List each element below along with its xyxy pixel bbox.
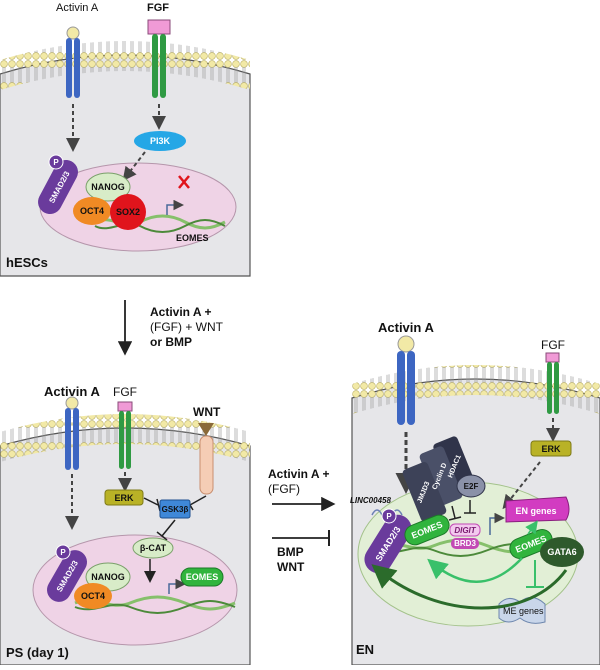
- en-activin-receptor: [397, 335, 415, 425]
- en-p-label: P: [386, 511, 392, 521]
- en-p-node: [381, 508, 397, 524]
- hesc-oct4-label: OCT4: [79, 206, 104, 216]
- hesc-p-node: [48, 154, 64, 170]
- ps-bcat-node: [132, 537, 174, 559]
- en-title: EN: [356, 642, 375, 657]
- hesc-eomes-promoter: [166, 199, 184, 215]
- to-ps-label-2: (FGF) + WNT: [150, 320, 223, 334]
- en-genes-label: EN genes: [515, 506, 557, 516]
- hesc-sox2-node: [110, 194, 146, 230]
- en-eomes-left-node: [404, 514, 450, 546]
- ps-p-node: [55, 544, 71, 560]
- en-erk-node: [530, 440, 572, 457]
- ps-oct4-label: OCT4: [80, 591, 105, 601]
- ps-wnt-receptor: [198, 423, 214, 495]
- ps-fgf-receptor: [117, 401, 133, 469]
- ps-membrane: [0, 414, 250, 462]
- en-activin-label: Activin A: [378, 320, 434, 335]
- ps-bcat-label: β-CAT: [139, 543, 167, 553]
- ps-gsk-inhibit: [161, 519, 176, 537]
- hesc-pi3k-label: PI3K: [149, 136, 170, 146]
- en-panel: [351, 335, 600, 666]
- hesc-eomes-label: EOMES: [176, 233, 209, 243]
- en-jmjd3-inhibit: [451, 505, 456, 519]
- ps-eomes-promoter: [168, 578, 186, 594]
- inhibit-label-2: WNT: [277, 560, 305, 574]
- hesc-sox2-label: SOX2: [115, 207, 140, 217]
- en-fgf-receptor: [545, 352, 560, 414]
- en-e2f-label: E2F: [463, 481, 479, 491]
- en-brd3-label: BRD3: [454, 539, 476, 548]
- ps-gsk3b-node: [159, 499, 191, 519]
- en-erk-arrow: [502, 461, 541, 510]
- ps-gsk3b-label: GSK3β: [161, 504, 189, 514]
- hesc-p-label: P: [53, 157, 59, 167]
- hesc-oct4-node: [73, 197, 111, 225]
- to-ps-label-3: or BMP: [150, 335, 192, 349]
- ps-activin-receptor: [65, 396, 79, 470]
- en-smad-node: [364, 514, 412, 574]
- hesc-activin-receptor: [66, 26, 80, 98]
- en-fgf-label: FGF: [541, 338, 565, 352]
- ps-p-label: P: [60, 547, 66, 557]
- hesc-fgf-label: FGF: [147, 2, 169, 14]
- en-brd3-node: [451, 538, 479, 549]
- ps-erk-label: ERK: [114, 492, 134, 503]
- hesc-membrane: [0, 41, 250, 90]
- ps-erk-node: [104, 489, 144, 506]
- en-eomes-feedback: [427, 557, 523, 583]
- hesc-title: hESCs: [6, 255, 48, 270]
- en-gata6-label: GATA6: [547, 547, 577, 557]
- en-e2f-node: [456, 474, 486, 498]
- to-ps-label-1: Activin A +: [150, 305, 212, 319]
- en-digit-node: [449, 523, 481, 537]
- ps-eomes-node: [180, 567, 224, 587]
- en-jmjd3-node: [402, 462, 447, 522]
- hesc-panel: [0, 19, 251, 277]
- en-eomes-right-node: [509, 529, 553, 559]
- en-digit-label: DIGIT: [454, 525, 476, 535]
- ps-eomes-label: EOMES: [185, 572, 219, 582]
- ps-oct4-node: [74, 583, 112, 609]
- hesc-nanog-node: [85, 172, 131, 202]
- inhibit-label-1: BMP: [277, 545, 304, 559]
- ps-wnt-inhibit: [189, 495, 207, 506]
- hesc-smad-node: [38, 159, 78, 215]
- en-eomes-to-en-genes: [525, 520, 538, 535]
- ps-title: PS (day 1): [6, 645, 69, 660]
- hesc-pi3k-arrow: [122, 151, 146, 182]
- to-en-label-1: Activin A +: [268, 467, 330, 481]
- en-me-genes-label: ME genes: [503, 606, 544, 616]
- ps-nanog-label: NANOG: [91, 572, 125, 582]
- hesc-fgf-receptor: [147, 19, 171, 98]
- ps-smad-node: [46, 550, 87, 602]
- hesc-activin-label: Activin A: [56, 2, 99, 14]
- hesc-block-mark: [178, 175, 190, 189]
- ps-wnt-label: WNT: [193, 405, 221, 419]
- hesc-nanog-label: NANOG: [91, 182, 125, 192]
- ps-erk-inhibit: [143, 497, 159, 506]
- en-gata6-feedback: [371, 564, 568, 610]
- en-linc-label: LINC00458: [350, 496, 391, 505]
- en-erk-label: ERK: [541, 443, 561, 454]
- hesc-pi3k-node: [134, 131, 186, 151]
- ps-activin-label: Activin A: [44, 384, 100, 399]
- ps-fgf-label: FGF: [113, 385, 137, 399]
- to-en-label-2: (FGF): [268, 482, 300, 496]
- ps-panel: [0, 396, 251, 666]
- en-genes-node: [505, 496, 570, 523]
- en-gata6-node: [540, 537, 584, 567]
- en-promoter: [489, 512, 505, 535]
- en-cyclind-node: [419, 446, 463, 506]
